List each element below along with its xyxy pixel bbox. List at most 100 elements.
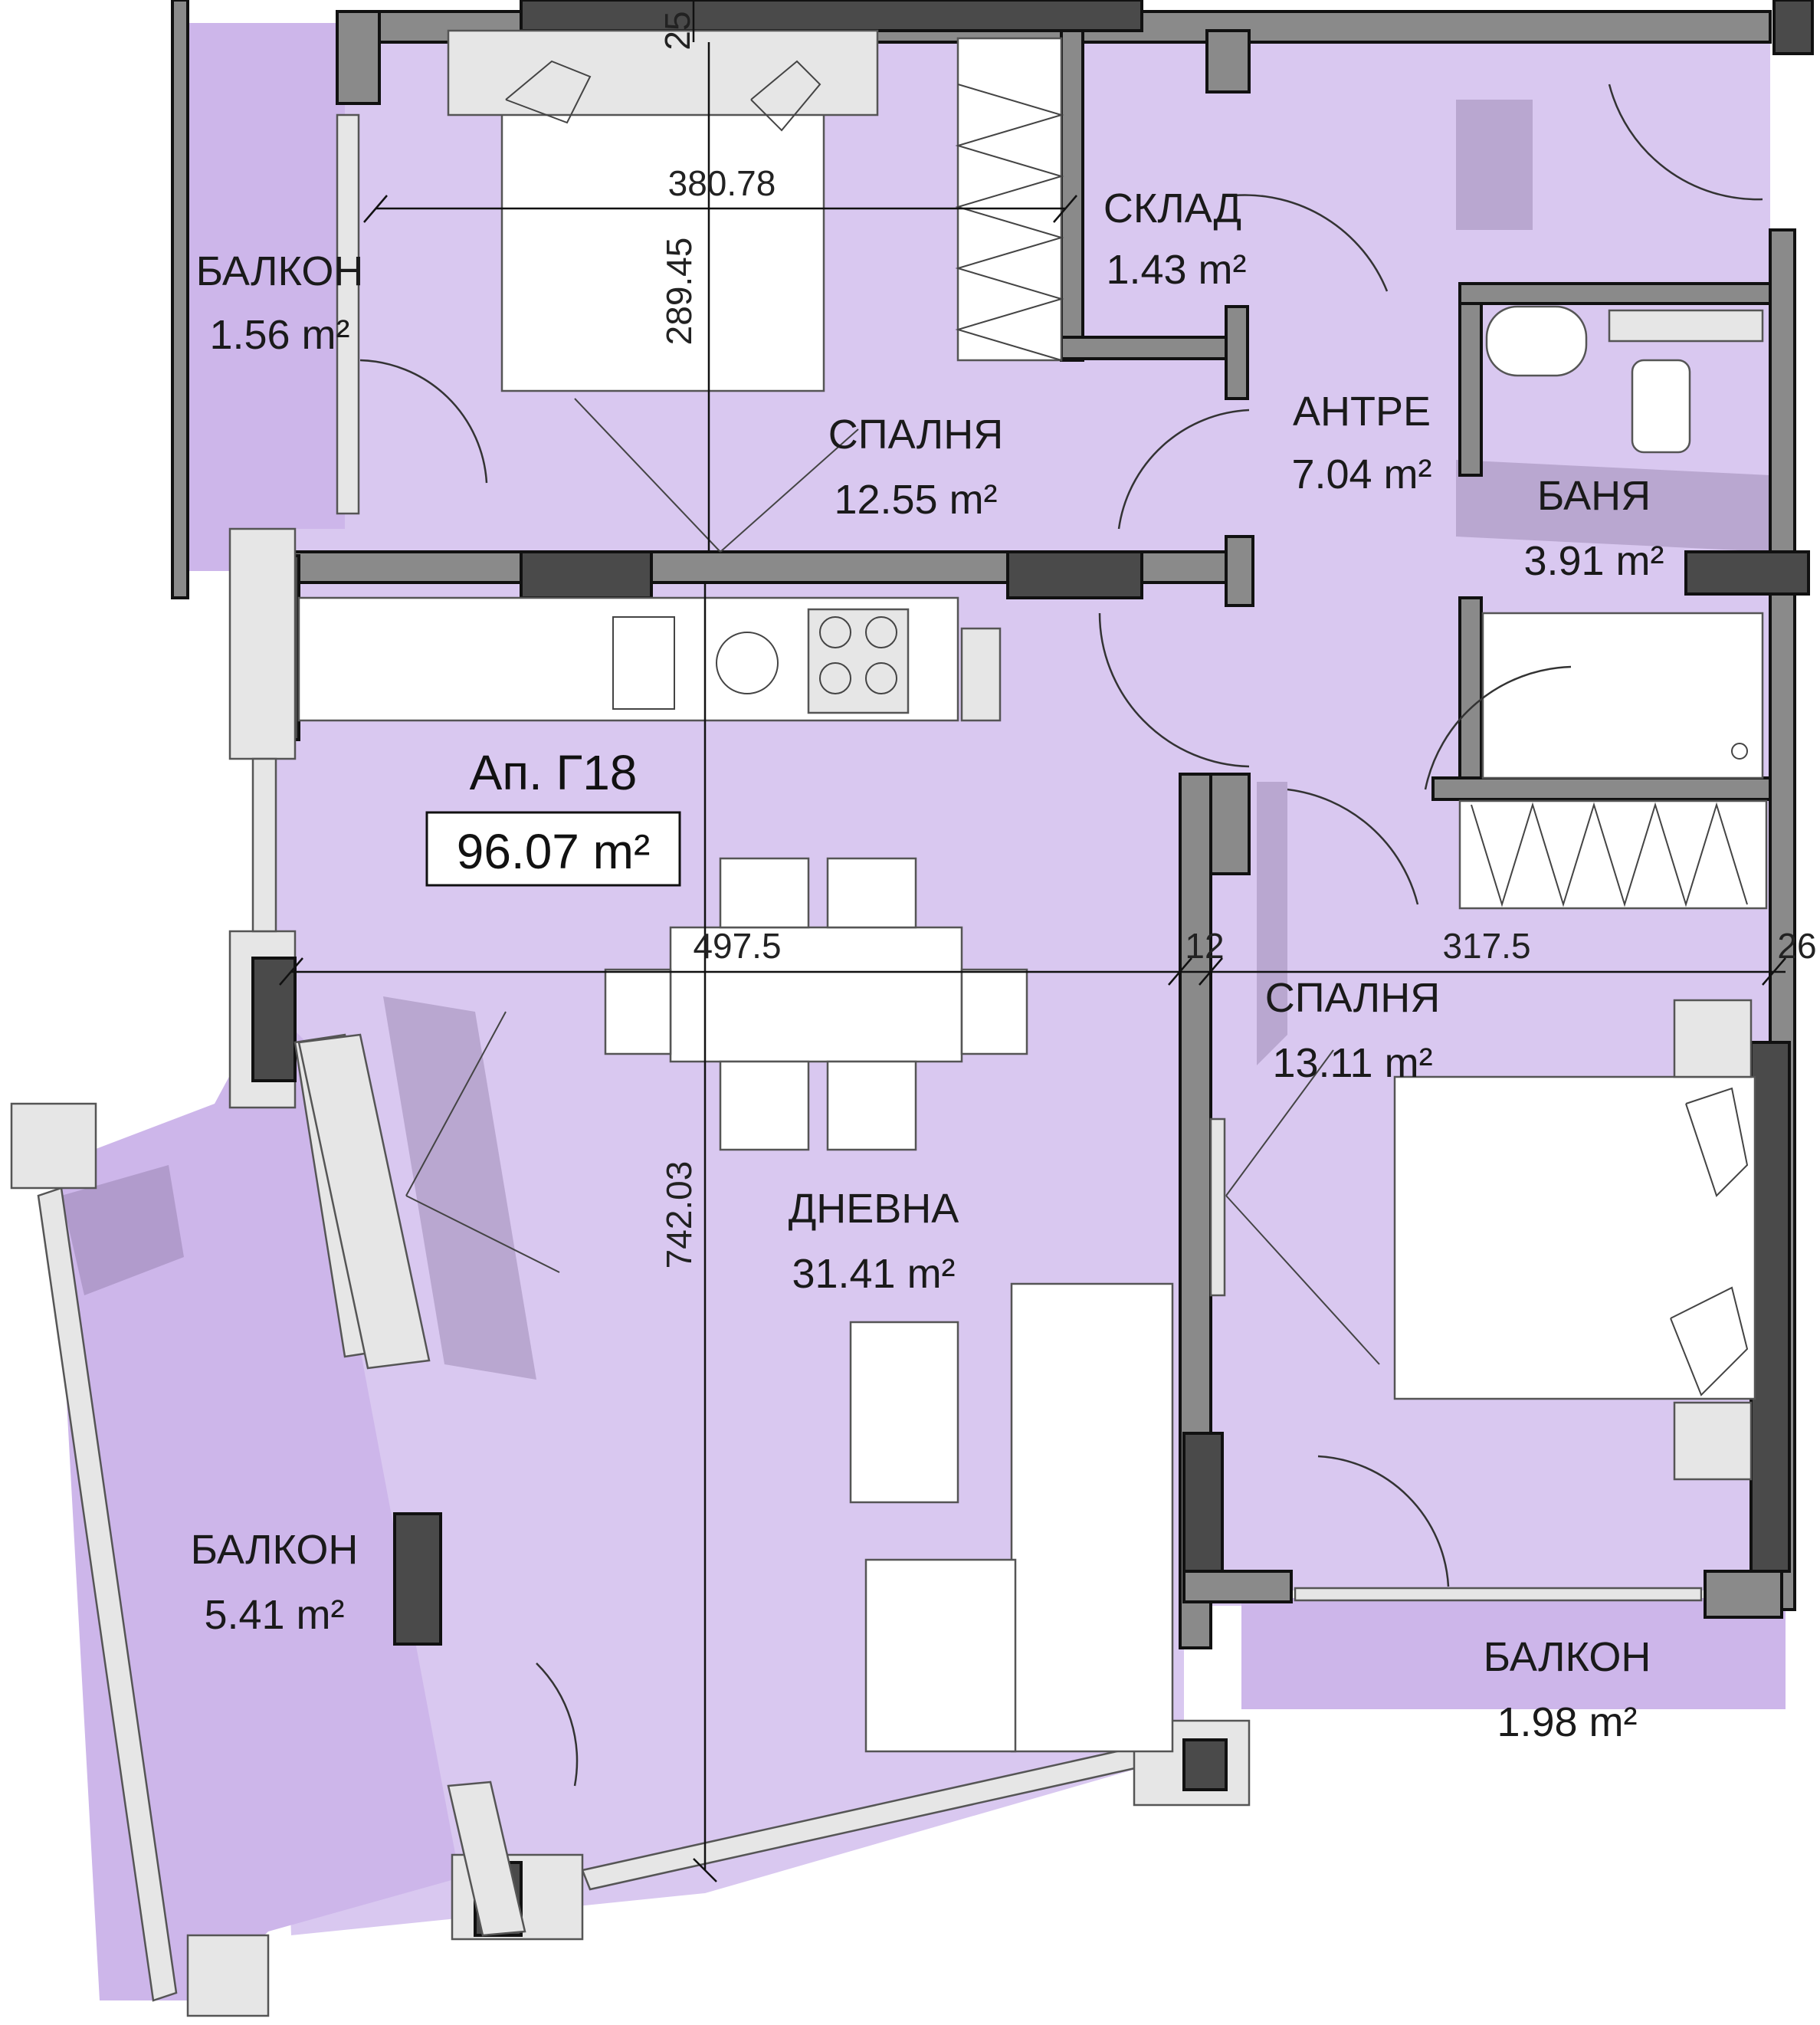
dim-bedroom-width: 380.78 bbox=[668, 163, 776, 203]
wall-bath-left bbox=[1458, 282, 1483, 477]
kitchen-fridge bbox=[960, 627, 1002, 722]
balcony-nw-floor bbox=[180, 23, 345, 571]
door-hall-top bbox=[1608, 84, 1763, 201]
wall-top-right-dark bbox=[1772, 0, 1814, 55]
bed-2 bbox=[1393, 1075, 1756, 1400]
wall-storage-bottom bbox=[1060, 336, 1247, 360]
wall-bath-left-lower bbox=[1458, 596, 1483, 783]
dim-tick-7 bbox=[693, 1858, 717, 1882]
door-balcony-nw bbox=[359, 359, 488, 484]
balcony-sw-lower-wall bbox=[447, 1780, 526, 1937]
chair-6 bbox=[960, 968, 1028, 1055]
wall-right-dark-2 bbox=[1749, 1041, 1791, 1573]
wall-se-balcony-top bbox=[1182, 1570, 1293, 1603]
nightstand-2 bbox=[1673, 1401, 1753, 1481]
bedroom-1-ceiling-line bbox=[574, 398, 721, 553]
living-ceiling-line-2 bbox=[405, 1195, 560, 1273]
sofa-back bbox=[1010, 1282, 1174, 1753]
dim-living-depth: 742.03 bbox=[659, 1161, 699, 1269]
nightstand-1 bbox=[1673, 999, 1753, 1078]
living-furniture bbox=[297, 857, 1174, 1753]
bed-1-pillow-right bbox=[750, 60, 821, 132]
kitchen-hob-2 bbox=[865, 616, 897, 648]
dim-partition: 12 bbox=[1185, 926, 1224, 966]
dimension-labels: 380.78 289.45 25 497.5 12 317.5 26 742.0… bbox=[657, 11, 1817, 1268]
window-bedroom-2 bbox=[1294, 1587, 1703, 1602]
kitchen-hob-1 bbox=[819, 616, 851, 648]
dim-tick-4 bbox=[1168, 957, 1192, 986]
wall-storage-left bbox=[1060, 29, 1084, 362]
dim-top-wall: 25 bbox=[657, 11, 697, 50]
bathroom-furniture bbox=[1458, 305, 1768, 910]
door-storage bbox=[1233, 194, 1389, 292]
bedroom-2-tv bbox=[1209, 1118, 1226, 1297]
shadow-3 bbox=[383, 996, 536, 1380]
dim-right-wall: 26 bbox=[1777, 926, 1816, 966]
bathtub-drain bbox=[1731, 743, 1748, 760]
wall-bedroom-2-left-upper bbox=[1209, 773, 1251, 875]
storage-area: 1.43 m² bbox=[1106, 247, 1246, 293]
bath-shelf bbox=[1608, 309, 1764, 343]
wall-top-dark bbox=[520, 0, 1143, 32]
column-nw bbox=[336, 10, 381, 105]
balcony-se-floor bbox=[1241, 1598, 1786, 1709]
door-balcony-se bbox=[1317, 1455, 1450, 1587]
balcony-sw-post-top bbox=[10, 1102, 97, 1190]
wall-bedroom-1-bottom-dark-2 bbox=[520, 550, 653, 599]
dim-bedroom-depth: 289.45 bbox=[659, 238, 699, 346]
coffee-table bbox=[849, 1321, 959, 1504]
living-area: 31.41 m² bbox=[792, 1251, 955, 1297]
hall-area: 7.04 m² bbox=[1291, 451, 1431, 497]
bedroom-1-ceiling-line-2 bbox=[720, 428, 859, 553]
balcony-sw-floor bbox=[54, 1004, 460, 2000]
balcony-sw-area: 5.41 m² bbox=[204, 1592, 344, 1638]
hall-name: АНТРЕ bbox=[1293, 389, 1431, 435]
apartment-name: Ап. Г18 bbox=[470, 745, 638, 800]
balcony-se-name: БАЛКОН bbox=[1484, 1634, 1651, 1680]
kitchen-furniture bbox=[297, 596, 1002, 722]
door-bedroom-1 bbox=[1117, 409, 1250, 530]
window-living-left bbox=[251, 757, 277, 933]
shadow-4 bbox=[61, 1165, 184, 1295]
dim-tick-5 bbox=[1199, 957, 1223, 986]
bedroom-1-furniture bbox=[447, 29, 1064, 553]
bedroom-2-furniture bbox=[1209, 999, 1756, 1481]
balcony-se-area: 1.98 m² bbox=[1497, 1699, 1637, 1745]
bedroom-1-name: СПАЛНЯ bbox=[828, 412, 1003, 458]
kitchen-washer bbox=[716, 632, 779, 694]
balcony-sw-dark-pillar bbox=[393, 1512, 442, 1646]
dim-tick-2 bbox=[1053, 195, 1077, 223]
dim-living-width: 497.5 bbox=[693, 926, 781, 966]
sink bbox=[1485, 305, 1588, 377]
living-ceiling-line bbox=[405, 1011, 507, 1196]
wardrobe-1 bbox=[956, 37, 1063, 362]
bedroom-1-area: 12.55 m² bbox=[834, 477, 997, 523]
door-bedroom-2 bbox=[1287, 788, 1419, 905]
door-bathroom bbox=[1424, 665, 1572, 790]
balcony-sw-post-bottom bbox=[186, 1934, 270, 2017]
bed-2-pillow-1 bbox=[1685, 1087, 1749, 1197]
apartment-label: Ап. Г18 96.07 m² bbox=[425, 745, 681, 887]
shadows bbox=[61, 100, 1770, 1380]
apartment-area-box bbox=[425, 811, 681, 887]
chair-5 bbox=[604, 968, 672, 1055]
chair-4 bbox=[826, 1060, 917, 1151]
bed-1-pillow-left bbox=[505, 60, 592, 124]
bathtub bbox=[1481, 612, 1764, 779]
wardrobe-1-pattern bbox=[955, 84, 1064, 361]
dimension-lines bbox=[279, 0, 1786, 1882]
dim-bedroom2-width: 317.5 bbox=[1442, 926, 1530, 966]
living-name: ДНЕВНА bbox=[789, 1186, 959, 1232]
apartment-area: 96.07 m² bbox=[457, 824, 651, 879]
shadow-5 bbox=[1456, 100, 1533, 230]
kitchen-hob-4 bbox=[865, 662, 897, 694]
chair-2 bbox=[826, 857, 917, 929]
room-labels: БАЛКОН 1.56 m² СПАЛНЯ 12.55 m² СКЛАД 1.4… bbox=[191, 185, 1664, 1745]
doors bbox=[359, 84, 1763, 1787]
wardrobe-hall bbox=[1458, 799, 1768, 910]
wall-right-dark-1 bbox=[1684, 550, 1810, 596]
kitchen-hob-3 bbox=[819, 662, 851, 694]
column-left-2-dark bbox=[251, 957, 297, 1082]
balcony-nw-name: БАЛКОН bbox=[196, 248, 364, 294]
